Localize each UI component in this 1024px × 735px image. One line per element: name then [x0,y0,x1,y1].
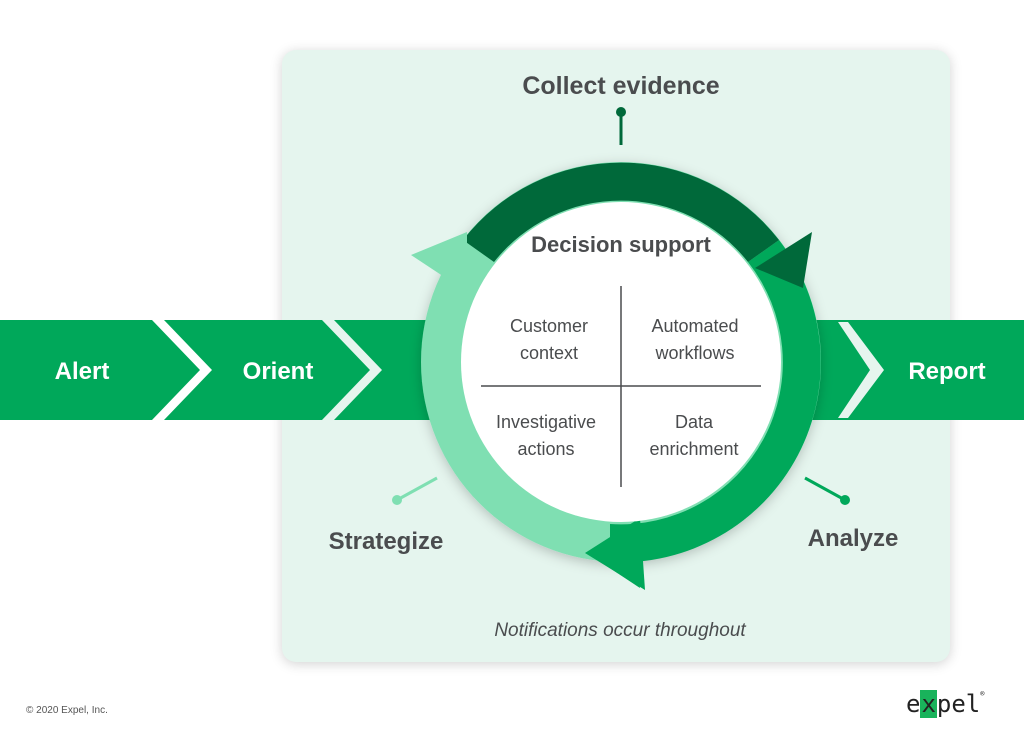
quadrant-1-line2: context [520,343,578,363]
quadrant-3-line2: actions [517,439,574,459]
quadrant-4-line2: enrichment [649,439,738,459]
arrowhead-analyze-tip [585,518,645,590]
report-chevron-divider [838,322,884,418]
stage-collect-evidence: Collect evidence [522,72,719,100]
arc-collect [463,162,779,262]
strategize-connector-dot [392,495,402,505]
step-report-label: Report [908,358,985,385]
analyze-connector-dot [840,495,850,505]
logo-mark: ® [980,690,985,698]
stage-analyze: Analyze [808,525,899,552]
step-orient-label: Orient [243,358,314,385]
cycle-arcs [411,162,821,590]
expel-logo: expel® [906,690,984,718]
center-title: Decision support [531,232,711,257]
step-mid-shape [334,320,440,420]
quadrant-4-line1: Data [675,412,714,432]
stage-strategize: Strategize [329,528,444,555]
arc-analyze [610,240,821,563]
quadrant-1-line1: Customer [510,316,588,336]
logo-pre: e [906,690,921,718]
logo-post: pel [936,690,981,718]
step-alert-label: Alert [55,358,110,385]
logo-box: x [920,690,937,718]
connectors [392,107,850,505]
arrowhead-collect [755,232,812,288]
quadrant-3-line1: Investigative [496,412,596,432]
step-alert-shape [0,320,200,420]
process-band: Alert Orient Report [0,320,1024,420]
step-orient-shape [164,320,370,420]
notifications-note: Notifications occur throughout [494,620,746,641]
arrowhead-strategize [411,232,467,292]
quadrant-2-line1: Automated [651,316,738,336]
quadrant-2-line2: workflows [654,343,734,363]
copyright: © 2020 Expel, Inc. [26,705,108,716]
collect-connector-dot [616,107,626,117]
